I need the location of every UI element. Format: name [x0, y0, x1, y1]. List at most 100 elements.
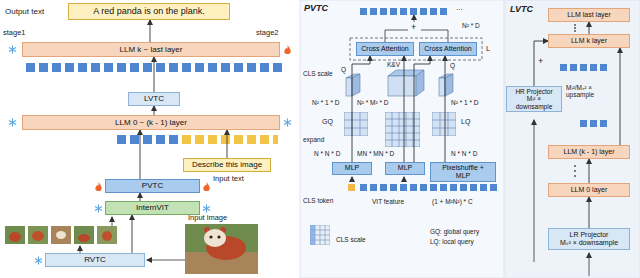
annotation-label: MN * MN * D — [357, 150, 394, 157]
connector-arrow — [404, 56, 405, 162]
annotation-label: ... — [456, 3, 463, 12]
annotation-label: CLS token — [303, 197, 333, 204]
box-title: Describe this image — [192, 160, 262, 169]
frozen-icon — [203, 204, 210, 212]
box-title: LLM 0 ~ (k - 1) layer — [115, 118, 187, 127]
box-title: MLP — [398, 164, 412, 172]
pvtc-box: PVTC — [105, 179, 200, 193]
annotation-label: CLS scale — [303, 70, 333, 77]
box-title: LLM (k - 1) layer — [564, 148, 615, 156]
box-title: Cross Attention — [361, 45, 408, 53]
pvtc-panel — [300, 0, 504, 278]
mlp-box: MLP — [332, 162, 372, 175]
edge-label: Q — [340, 66, 347, 73]
token-row — [560, 64, 610, 72]
frozen-icon — [95, 204, 102, 212]
connector-arrow — [132, 215, 133, 253]
cls-scale-cells — [310, 225, 315, 245]
box-title: LLM 0 layer — [571, 186, 608, 194]
query-grid — [344, 112, 368, 136]
cls-scale-grid — [310, 225, 330, 245]
connector-arrow — [227, 130, 228, 158]
rvtc-box: RVTC — [45, 253, 145, 267]
box-title: MLP — [345, 164, 359, 172]
annotation-label: N * N * D — [451, 150, 477, 157]
annotation-label: GQ — [322, 118, 333, 126]
lvtc-panel — [505, 0, 640, 278]
edge-label: K&V — [386, 61, 401, 68]
annotation-label: N² * 1 * D — [312, 99, 339, 106]
frozen-icon — [9, 45, 16, 53]
annotation-label: + — [538, 56, 543, 66]
connector-arrow — [352, 56, 370, 162]
thumbnails — [5, 226, 117, 244]
connector-arrow — [534, 41, 548, 86]
annotation-label: L — [486, 45, 490, 54]
token-row — [117, 135, 178, 144]
box-title: Cross Attention — [424, 45, 471, 53]
annotation-label: N * N * D — [314, 150, 340, 157]
annotation-label: GQ: global query — [430, 228, 479, 235]
connector-arrow — [150, 20, 151, 42]
llm-block: LLM 0 ~ (k - 1) layer — [22, 115, 280, 130]
annotation-label: N² * D — [462, 22, 480, 29]
box-title: LLM k ~ last layer — [120, 45, 183, 54]
llm-layer-box: LLM last layer — [548, 8, 630, 22]
connector-arrow — [589, 197, 590, 228]
box-title: LVTC — [144, 94, 164, 103]
lvtc-box: LVTC — [128, 92, 180, 106]
connector-arrow — [414, 56, 430, 162]
annotation-label: LVTC — [510, 4, 533, 14]
annotation-label: stage2 — [256, 29, 279, 38]
input-photo — [185, 224, 258, 274]
llm-layer-box: LLM 0 layer — [548, 183, 630, 197]
box-title: Pixelshuffle + MLP — [434, 164, 492, 180]
token-row — [360, 184, 500, 192]
llm-layer-box: LLM k layer — [548, 34, 630, 48]
frozen-icon — [284, 118, 291, 126]
projector-box: HR ProjectorMₗ² × downsample — [506, 86, 562, 112]
frozen-icon — [35, 256, 42, 264]
edge-label: Q — [449, 62, 456, 69]
connector-arrow — [589, 159, 590, 183]
annotation-label: VIT feature — [372, 198, 404, 205]
box-title: RVTC — [84, 255, 106, 264]
annotation-label: PVTC — [304, 3, 328, 13]
vit-box: InternVIT — [105, 201, 200, 215]
token-row — [182, 135, 278, 144]
cls-token — [348, 184, 355, 191]
box-title: LR Projector — [570, 231, 609, 239]
feature-cubes — [346, 70, 453, 96]
mlp-box: Pixelshuffle + MLP — [430, 162, 496, 182]
trainable-icon — [284, 45, 290, 54]
box-detail: Mₛ² × downsample — [560, 239, 618, 247]
llm-layer-box: LLM (k - 1) layer — [548, 145, 630, 159]
annotation-label: N² * 1 * D — [451, 99, 478, 106]
trainable-icon — [95, 182, 101, 191]
mlp-box: MLP — [385, 162, 425, 175]
connector-arrow — [154, 106, 155, 115]
box-title: LLM last layer — [567, 11, 611, 19]
annotation-label: expand — [303, 136, 324, 143]
annotation-label: Output text — [5, 7, 44, 16]
box-title: InternVIT — [136, 203, 169, 212]
box-detail: Mₗ² × downsample — [510, 95, 558, 110]
cross-attention-box: Cross Attention — [419, 42, 477, 56]
input-text-box: Describe this image — [183, 158, 271, 172]
box-title: HR Projector — [515, 88, 552, 95]
connector-arrow — [140, 130, 141, 179]
output-text-box: A red panda is on the plank. — [68, 3, 230, 20]
connector-arrow — [620, 48, 621, 145]
box-title: LLM k layer — [571, 37, 607, 45]
token-row — [360, 8, 450, 16]
frozen-icon — [9, 118, 16, 126]
annotation-label: N² * M² * D — [357, 99, 388, 106]
annotation-label: stage1 — [3, 29, 26, 38]
projector-box: LR ProjectorMₛ² × downsample — [548, 228, 630, 250]
annotation-label: Mₗ²/Mₛ² × upsample — [566, 84, 616, 99]
annotation-label: (1 + M²N²) * C — [432, 198, 473, 205]
query-grid — [385, 112, 420, 147]
box-title: A red panda is on the plank. — [93, 6, 205, 16]
annotation-label: LQ — [461, 118, 470, 126]
